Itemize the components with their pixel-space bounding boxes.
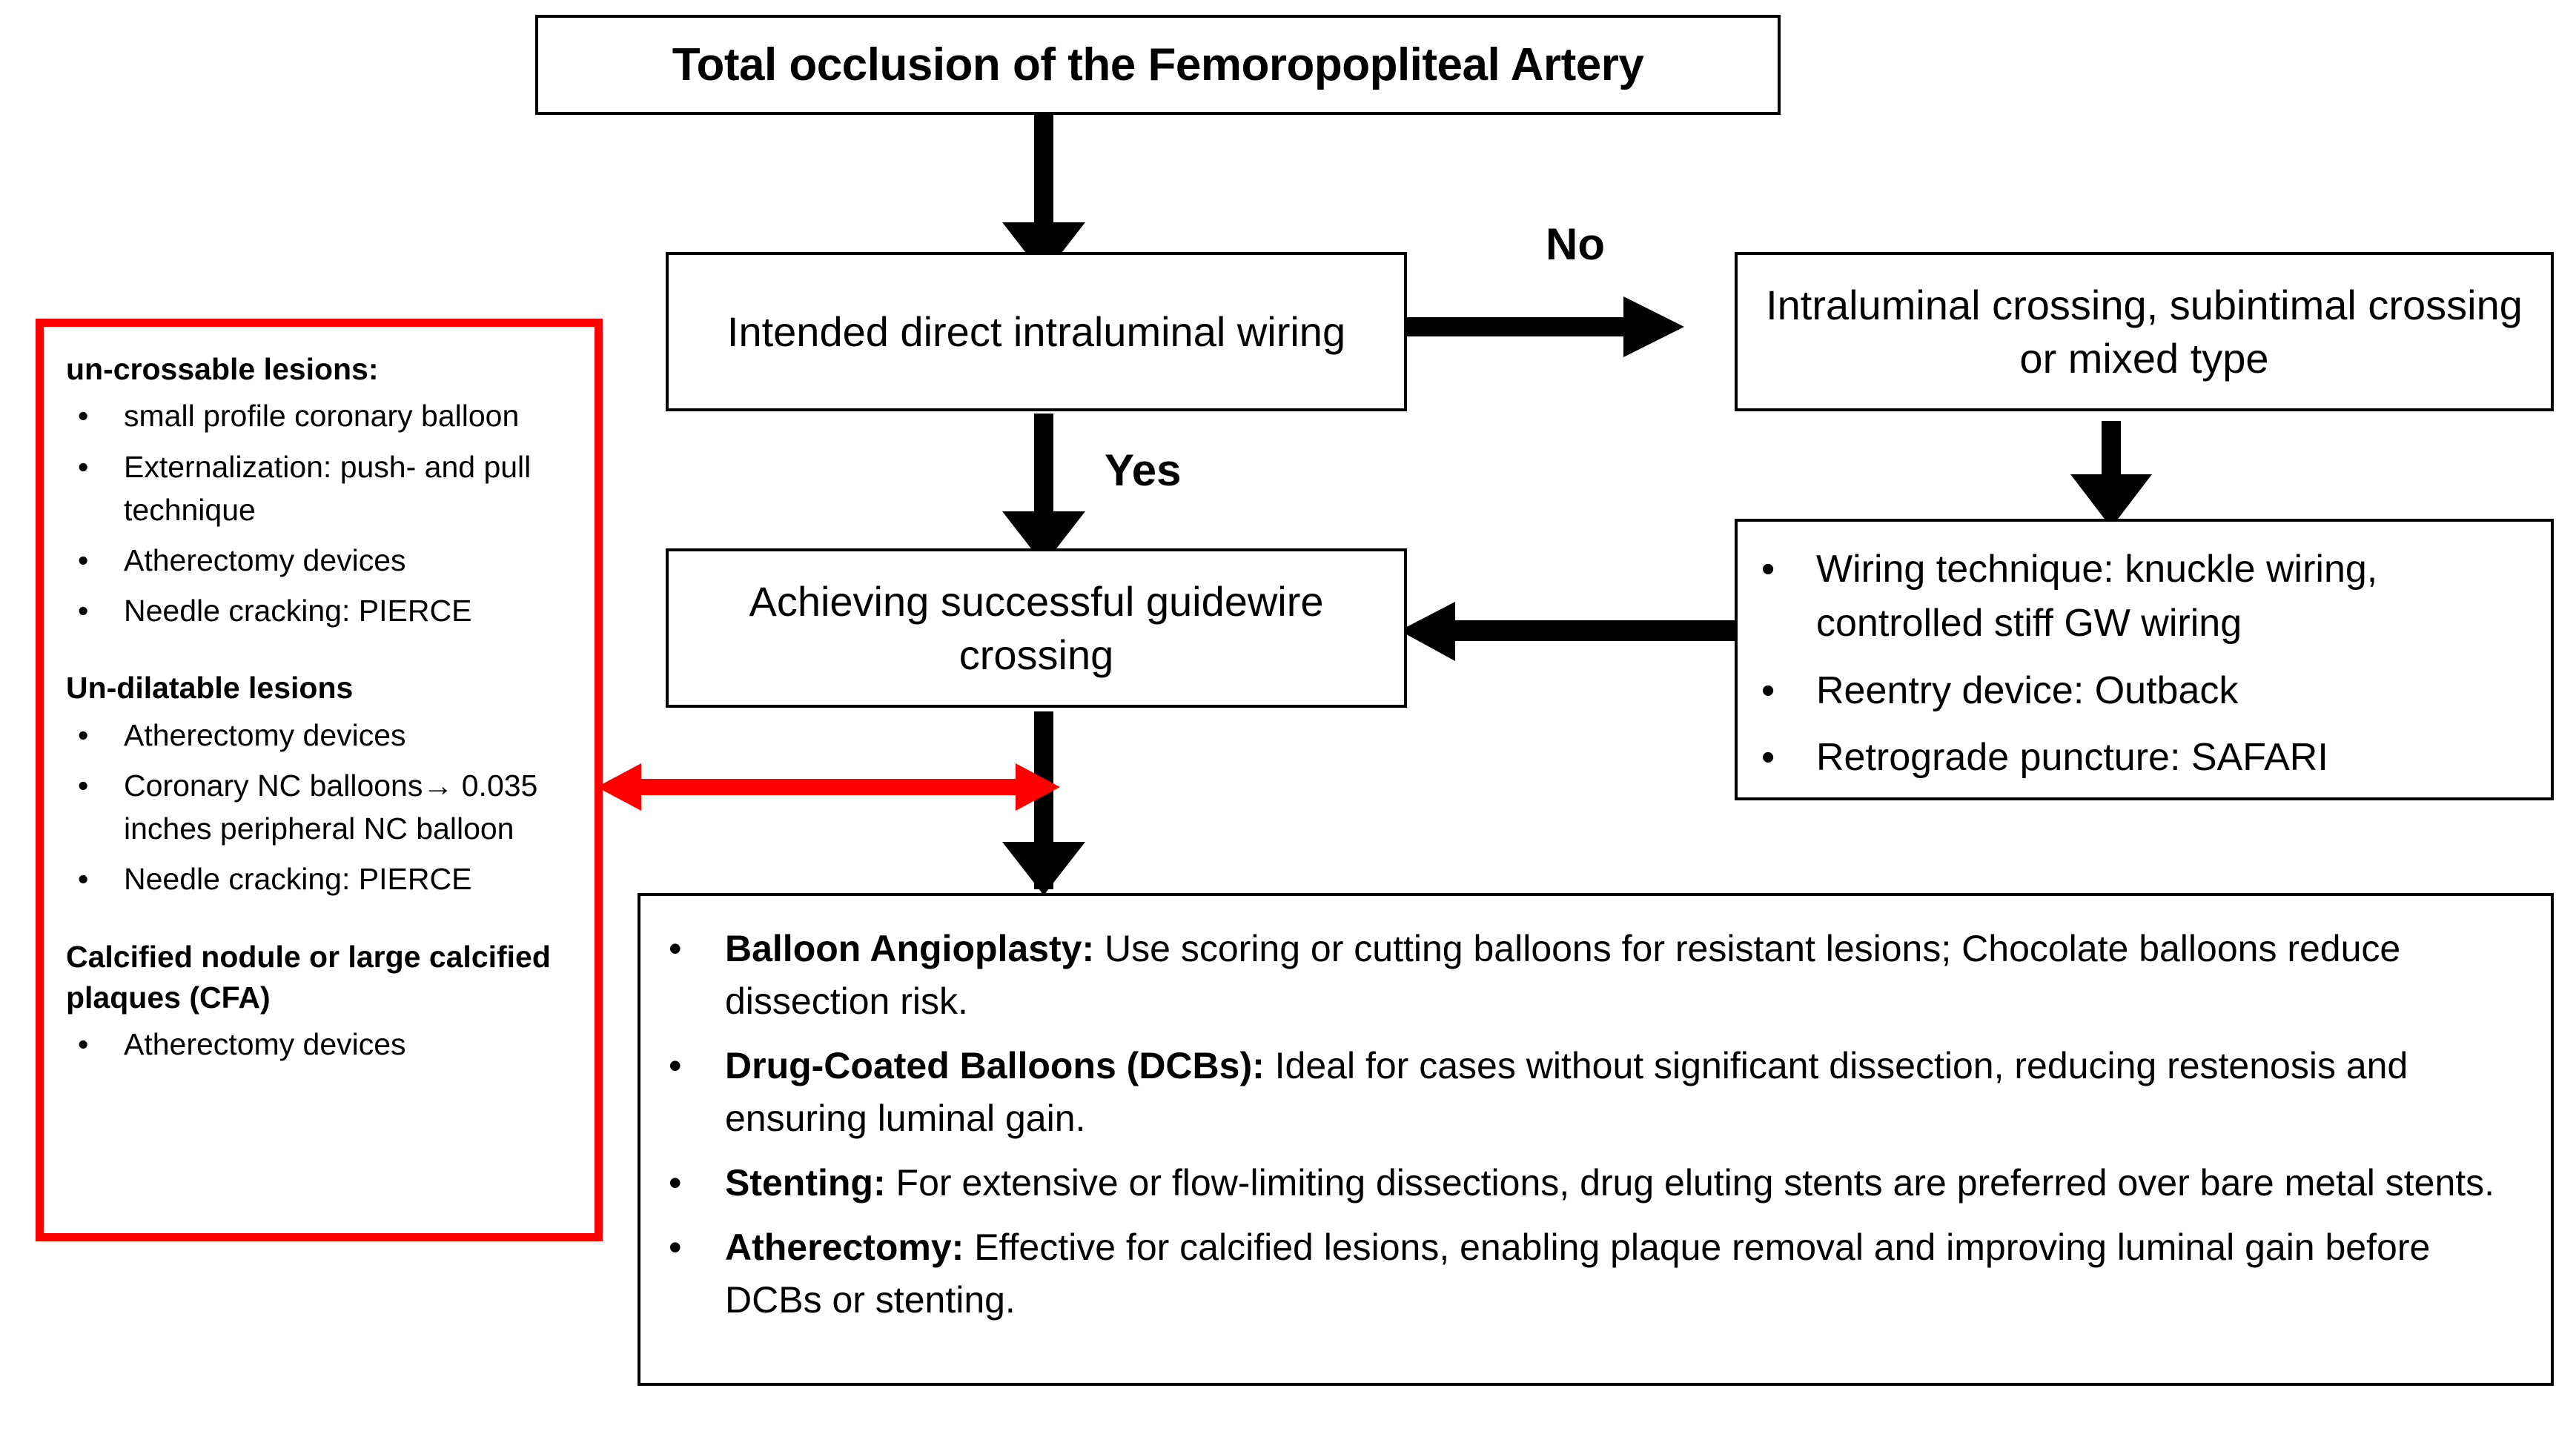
decision-box-text: Intended direct intraluminal wiring bbox=[726, 308, 1346, 355]
treatment-item-label: Balloon Angioplasty: bbox=[725, 928, 1095, 969]
red-box-list: • Atherectomy devices bbox=[66, 1023, 575, 1066]
arrow-technique-to-success bbox=[1400, 602, 1742, 661]
title-box: Total occlusion of the Femoropopliteal A… bbox=[535, 15, 1781, 115]
technique-item-text: Retrograde puncture: SAFARI bbox=[1816, 736, 2328, 780]
bullet-icon: • bbox=[78, 399, 89, 434]
technique-list: • Wiring technique: knuckle wiring, cont… bbox=[1751, 542, 2534, 798]
bullet-icon: • bbox=[669, 928, 682, 969]
bullet-icon: • bbox=[669, 1162, 682, 1204]
list-item: • small profile coronary balloon bbox=[66, 394, 575, 437]
red-box-list: • small profile coronary balloon • Exter… bbox=[66, 394, 575, 632]
red-box-heading: Calcified nodule or large calcified plaq… bbox=[66, 939, 551, 1015]
red-box-heading: Un-dilatable lesions bbox=[66, 671, 354, 706]
crossing-box: Intraluminal crossing, subintimal crossi… bbox=[1735, 252, 2554, 411]
bullet-icon: • bbox=[1761, 668, 1775, 712]
bullet-icon: • bbox=[78, 717, 89, 752]
arrow-success-to-treatment bbox=[1002, 711, 1085, 895]
arrow-decision-to-crossing bbox=[1405, 296, 1684, 357]
list-item: • Atherectomy devices bbox=[66, 539, 575, 582]
bullet-icon: • bbox=[78, 449, 89, 484]
technique-box: • Wiring technique: knuckle wiring, cont… bbox=[1735, 519, 2554, 800]
list-item: • Atherectomy: Effective for calcified l… bbox=[657, 1221, 2529, 1327]
treatment-item-detail: Use scoring or cutting balloons for resi… bbox=[725, 928, 2401, 1022]
red-box-item-text: Atherectomy devices bbox=[124, 543, 406, 577]
red-box-item-text: Coronary NC balloons→ 0.035 inches perip… bbox=[124, 769, 538, 846]
title-text: Total occlusion of the Femoropopliteal A… bbox=[672, 39, 1644, 90]
list-item: • Reentry device: Outback bbox=[1751, 664, 2534, 718]
list-item: • Atherectomy devices bbox=[66, 1023, 575, 1066]
edge-label-yes: Yes bbox=[1105, 445, 1182, 495]
red-box-item-text: Atherectomy devices bbox=[124, 717, 406, 752]
bullet-icon: • bbox=[669, 1045, 682, 1086]
bullet-icon: • bbox=[1761, 548, 1775, 591]
list-item: • Wiring technique: knuckle wiring, cont… bbox=[1751, 542, 2534, 651]
bullet-icon: • bbox=[78, 543, 89, 577]
list-item: • Retrograde puncture: SAFARI bbox=[1751, 731, 2534, 785]
treatment-list: • Balloon Angioplasty: Use scoring or cu… bbox=[657, 923, 2529, 1338]
treatment-item-detail: Effective for calcified lesions, enablin… bbox=[725, 1226, 2431, 1321]
technique-item-text: Reentry device: Outback bbox=[1816, 668, 2239, 712]
arrow-crossing-to-technique bbox=[2070, 421, 2152, 528]
arrow-decision-to-success bbox=[1002, 414, 1085, 565]
red-box-list: • Atherectomy devices • Coronary NC ball… bbox=[66, 714, 575, 901]
red-box-item-text: Needle cracking: PIERCE bbox=[124, 862, 472, 897]
treatment-item-label: Stenting: bbox=[725, 1162, 886, 1204]
red-box-item-text: Needle cracking: PIERCE bbox=[124, 594, 472, 628]
bullet-icon: • bbox=[78, 862, 89, 897]
red-box-heading: un-crossable lesions: bbox=[66, 352, 379, 386]
red-box-item-text: small profile coronary balloon bbox=[124, 399, 520, 434]
treatment-item-label: Drug-Coated Balloons (DCBs): bbox=[725, 1045, 1265, 1086]
bullet-icon: • bbox=[1761, 736, 1775, 780]
technique-item-text: Wiring technique: knuckle wiring, contro… bbox=[1816, 548, 2378, 645]
list-item: • Stenting: For extensive or flow-limiti… bbox=[657, 1157, 2529, 1209]
bullet-icon: • bbox=[78, 594, 89, 628]
list-item: • Externalization: push- and pull techni… bbox=[66, 445, 575, 531]
list-item: • Atherectomy devices bbox=[66, 714, 575, 757]
bullet-icon: • bbox=[78, 769, 89, 803]
success-box: Achieving successful guidewire crossing bbox=[666, 548, 1407, 708]
treatment-item-label: Atherectomy: bbox=[725, 1226, 964, 1268]
red-box-item-text: Atherectomy devices bbox=[124, 1027, 406, 1062]
edge-label-no: No bbox=[1546, 219, 1605, 269]
list-item: • Drug-Coated Balloons (DCBs): Ideal for… bbox=[657, 1040, 2529, 1145]
crossing-box-text: Intraluminal crossing, subintimal crossi… bbox=[1766, 281, 2523, 382]
decision-box: Intended direct intraluminal wiring bbox=[666, 252, 1407, 411]
treatment-box: • Balloon Angioplasty: Use scoring or cu… bbox=[638, 893, 2554, 1386]
treatment-item-detail: For extensive or flow-limiting dissectio… bbox=[885, 1162, 2495, 1204]
list-item: • Balloon Angioplasty: Use scoring or cu… bbox=[657, 923, 2529, 1028]
treatment-item-detail: Ideal for cases without significant diss… bbox=[725, 1045, 2408, 1139]
list-item: • Coronary NC balloons→ 0.035 inches per… bbox=[66, 764, 575, 850]
bullet-icon: • bbox=[669, 1226, 682, 1268]
bullet-icon: • bbox=[78, 1027, 89, 1062]
lesion-types-red-box: un-crossable lesions: • small profile co… bbox=[36, 319, 603, 1241]
success-box-text: Achieving successful guidewire crossing bbox=[749, 577, 1324, 678]
list-item: • Needle cracking: PIERCE bbox=[66, 589, 575, 632]
red-double-arrow bbox=[597, 763, 1060, 811]
list-item: • Needle cracking: PIERCE bbox=[66, 857, 575, 900]
red-box-item-text: Externalization: push- and pull techniqu… bbox=[124, 449, 532, 527]
